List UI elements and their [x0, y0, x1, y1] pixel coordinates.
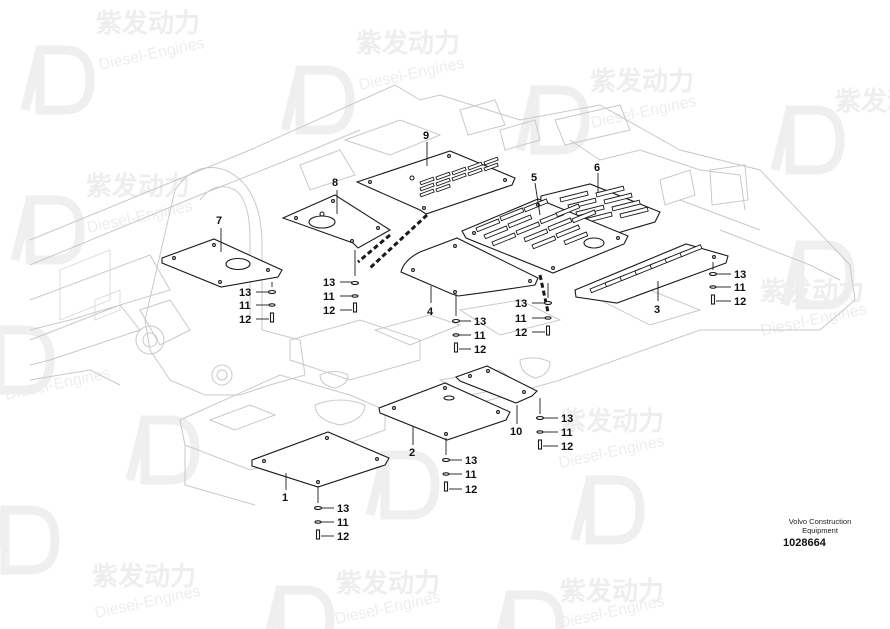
- cover-plate-7: [161, 238, 283, 288]
- cover-plate-8: [281, 194, 392, 249]
- callout-11: 11: [474, 330, 486, 342]
- watermark-logo-icon: [770, 105, 845, 175]
- cover-plate-10: [454, 365, 538, 404]
- fastener-stack: [708, 262, 731, 305]
- watermark-cn: 紫发动力: [560, 576, 664, 607]
- watermark-logo-icon: [570, 475, 645, 545]
- callout-13: 13: [337, 503, 349, 515]
- document-number: 1028664: [783, 537, 826, 549]
- watermark-cn: 紫发动力: [760, 276, 864, 307]
- watermark-logo-icon: [280, 65, 355, 135]
- callout-11: 11: [465, 469, 477, 481]
- watermark-cn: 紫发动力: [92, 561, 196, 592]
- callout-7: 7: [216, 215, 222, 227]
- callout-4: 4: [427, 306, 434, 318]
- cover-strip-3: [574, 243, 729, 304]
- fastener-stack: [451, 294, 471, 353]
- callout-12: 12: [515, 327, 527, 339]
- watermark-cn: 紫发动力: [86, 171, 190, 202]
- hidden-line: [357, 233, 391, 264]
- cover-plate-9: [355, 150, 516, 215]
- watermark-en: Diesel-Engines: [97, 35, 206, 74]
- callout-12: 12: [465, 484, 477, 496]
- callout-13: 13: [515, 298, 527, 310]
- watermark-en: Diesel-Engines: [3, 365, 112, 404]
- leader-lines: [220, 142, 659, 490]
- callout-13: 13: [561, 413, 573, 425]
- watermark-logo-icon: [265, 585, 335, 629]
- watermark-cn: 紫发动力: [96, 8, 200, 39]
- fastener-stack: [441, 438, 462, 492]
- watermark-logo-icon: [780, 240, 855, 310]
- watermark-logo-icon: [0, 505, 60, 575]
- callout-12: 12: [337, 531, 349, 543]
- callouts: 7 8 9 5 6 4 3 2 10 1 13 11 12 13 11 12 1…: [216, 130, 746, 543]
- callout-13: 13: [474, 316, 486, 328]
- callout-11: 11: [323, 291, 335, 303]
- fastener-stack: [313, 486, 334, 540]
- watermark-en: Diesel-Engines: [557, 433, 666, 472]
- fastener-stack: [532, 283, 553, 336]
- watermark-logo-icon: [10, 195, 85, 265]
- watermark-cn: 紫发动力: [560, 406, 664, 437]
- cover-plate-2: [378, 382, 511, 441]
- callout-13: 13: [239, 287, 251, 299]
- watermark-cn: 紫发动力: [356, 28, 460, 59]
- cover-plate-4: [400, 237, 539, 297]
- callout-1: 1: [282, 492, 288, 504]
- watermark-en: Diesel-Engines: [589, 93, 698, 132]
- fastener-stack: [535, 398, 558, 450]
- callout-6: 6: [594, 162, 600, 174]
- hidden-line: [368, 213, 429, 270]
- watermark-en: Diesel-Engines: [357, 55, 466, 94]
- callout-11: 11: [239, 300, 251, 312]
- watermark-logo-icon: [515, 85, 590, 155]
- watermark-cn: 紫发动力: [336, 568, 440, 599]
- fastener-stack: [256, 282, 277, 323]
- callout-10: 10: [510, 426, 522, 438]
- cover-plate-1: [251, 431, 390, 488]
- callout-12: 12: [734, 296, 746, 308]
- callout-11: 11: [561, 427, 573, 439]
- callout-3: 3: [654, 304, 660, 316]
- cover-plate-5: [461, 198, 629, 274]
- callout-12: 12: [474, 344, 486, 356]
- fastener-stack: [340, 250, 360, 313]
- callout-12: 12: [561, 441, 573, 453]
- machine-frame-outline: [29, 84, 856, 506]
- brand-caption: Volvo Construction Equipment: [788, 517, 852, 535]
- callout-9: 9: [423, 130, 429, 142]
- callout-2: 2: [409, 447, 415, 459]
- callout-11: 11: [515, 313, 527, 325]
- callout-13: 13: [734, 269, 746, 281]
- callout-12: 12: [239, 314, 251, 326]
- watermark-cn: 紫发动力: [590, 66, 694, 97]
- callout-13: 13: [323, 277, 335, 289]
- callout-11: 11: [337, 517, 349, 529]
- watermark-logo-icon: [496, 590, 565, 629]
- callout-12: 12: [323, 305, 335, 317]
- watermark-cn: 紫发动力: [835, 86, 890, 117]
- hidden-line: [538, 274, 550, 313]
- watermark-logo-icon: [20, 45, 95, 115]
- callout-13: 13: [465, 455, 477, 467]
- watermark-layer: 紫发动力 Diesel-Engines 紫发动力 Diesel-Engines …: [0, 8, 890, 629]
- callout-11: 11: [734, 282, 746, 294]
- callout-8: 8: [332, 177, 338, 189]
- callout-5: 5: [531, 172, 537, 184]
